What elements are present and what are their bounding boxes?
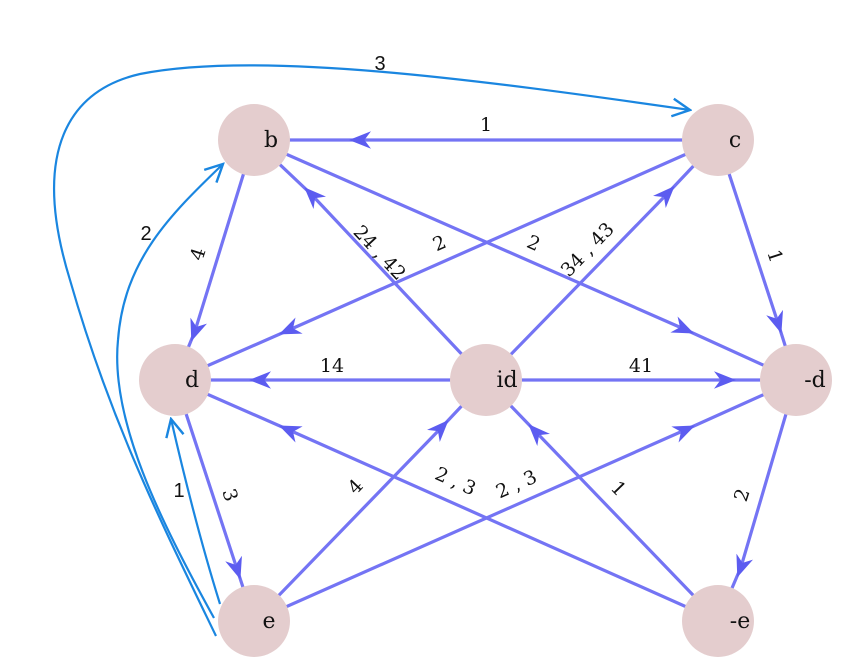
node-e-label: e (262, 609, 275, 634)
edge-label-b-negd: 2 (523, 231, 543, 256)
edge-label-nege-id: 1 (606, 477, 630, 501)
edge-b-d (173, 139, 256, 381)
edge-c-d (174, 138, 719, 382)
node-id-label: id (496, 368, 517, 393)
node-neg-e-label: -e (730, 609, 750, 634)
node-neg-e[interactable]: -e (682, 585, 754, 657)
edge-nege-id (484, 378, 720, 623)
node-e[interactable]: e (218, 585, 290, 657)
edge-c-negd (716, 139, 798, 381)
blue-edge-e-c (53, 64, 690, 637)
node-d[interactable]: d (139, 344, 211, 416)
edge-id-c (484, 138, 720, 382)
node-d-label: d (185, 368, 199, 393)
edge-label-id-negd: 41 (629, 355, 653, 377)
edge-label-b-d: 4 (186, 245, 211, 263)
blue-edge-e-b (116, 164, 223, 619)
node-b-label: b (264, 128, 278, 153)
edge-label-c-d: 2 (430, 231, 450, 256)
blue-edge-label-e-c: 3 (374, 53, 385, 75)
edge-negd-nege (716, 379, 798, 622)
node-b[interactable]: b (218, 104, 290, 176)
blue-edge-label-e-b: 2 (140, 223, 151, 245)
edge-label-c-negd: 1 (762, 247, 787, 265)
edge-label-negd-nege: 2 (730, 486, 755, 504)
node-id[interactable]: id (450, 344, 522, 416)
node-neg-d[interactable]: -d (760, 344, 832, 416)
edge-id-b (252, 138, 488, 382)
node-c-label: c (729, 128, 741, 153)
blue-edge-label-e-d: 1 (173, 480, 184, 502)
edge-label-id-d: 14 (320, 355, 344, 377)
edge-b-negd (253, 138, 797, 382)
node-c[interactable]: c (682, 104, 754, 176)
edge-nege-d (174, 378, 719, 623)
edge-label-d-e: 3 (217, 486, 242, 504)
edge-label-e-id: 4 (344, 475, 368, 499)
edge-label-id-c: 34 , 43 (557, 218, 619, 281)
edge-label-id-b: 24 , 42 (349, 221, 410, 285)
edge-label-nege-d: 2 , 3 (432, 463, 480, 500)
node-neg-d-label: -d (804, 368, 826, 393)
edge-e-negd (253, 378, 797, 623)
blue-edge-e-d (171, 419, 222, 605)
edge-label-c-b: 1 (480, 114, 492, 136)
